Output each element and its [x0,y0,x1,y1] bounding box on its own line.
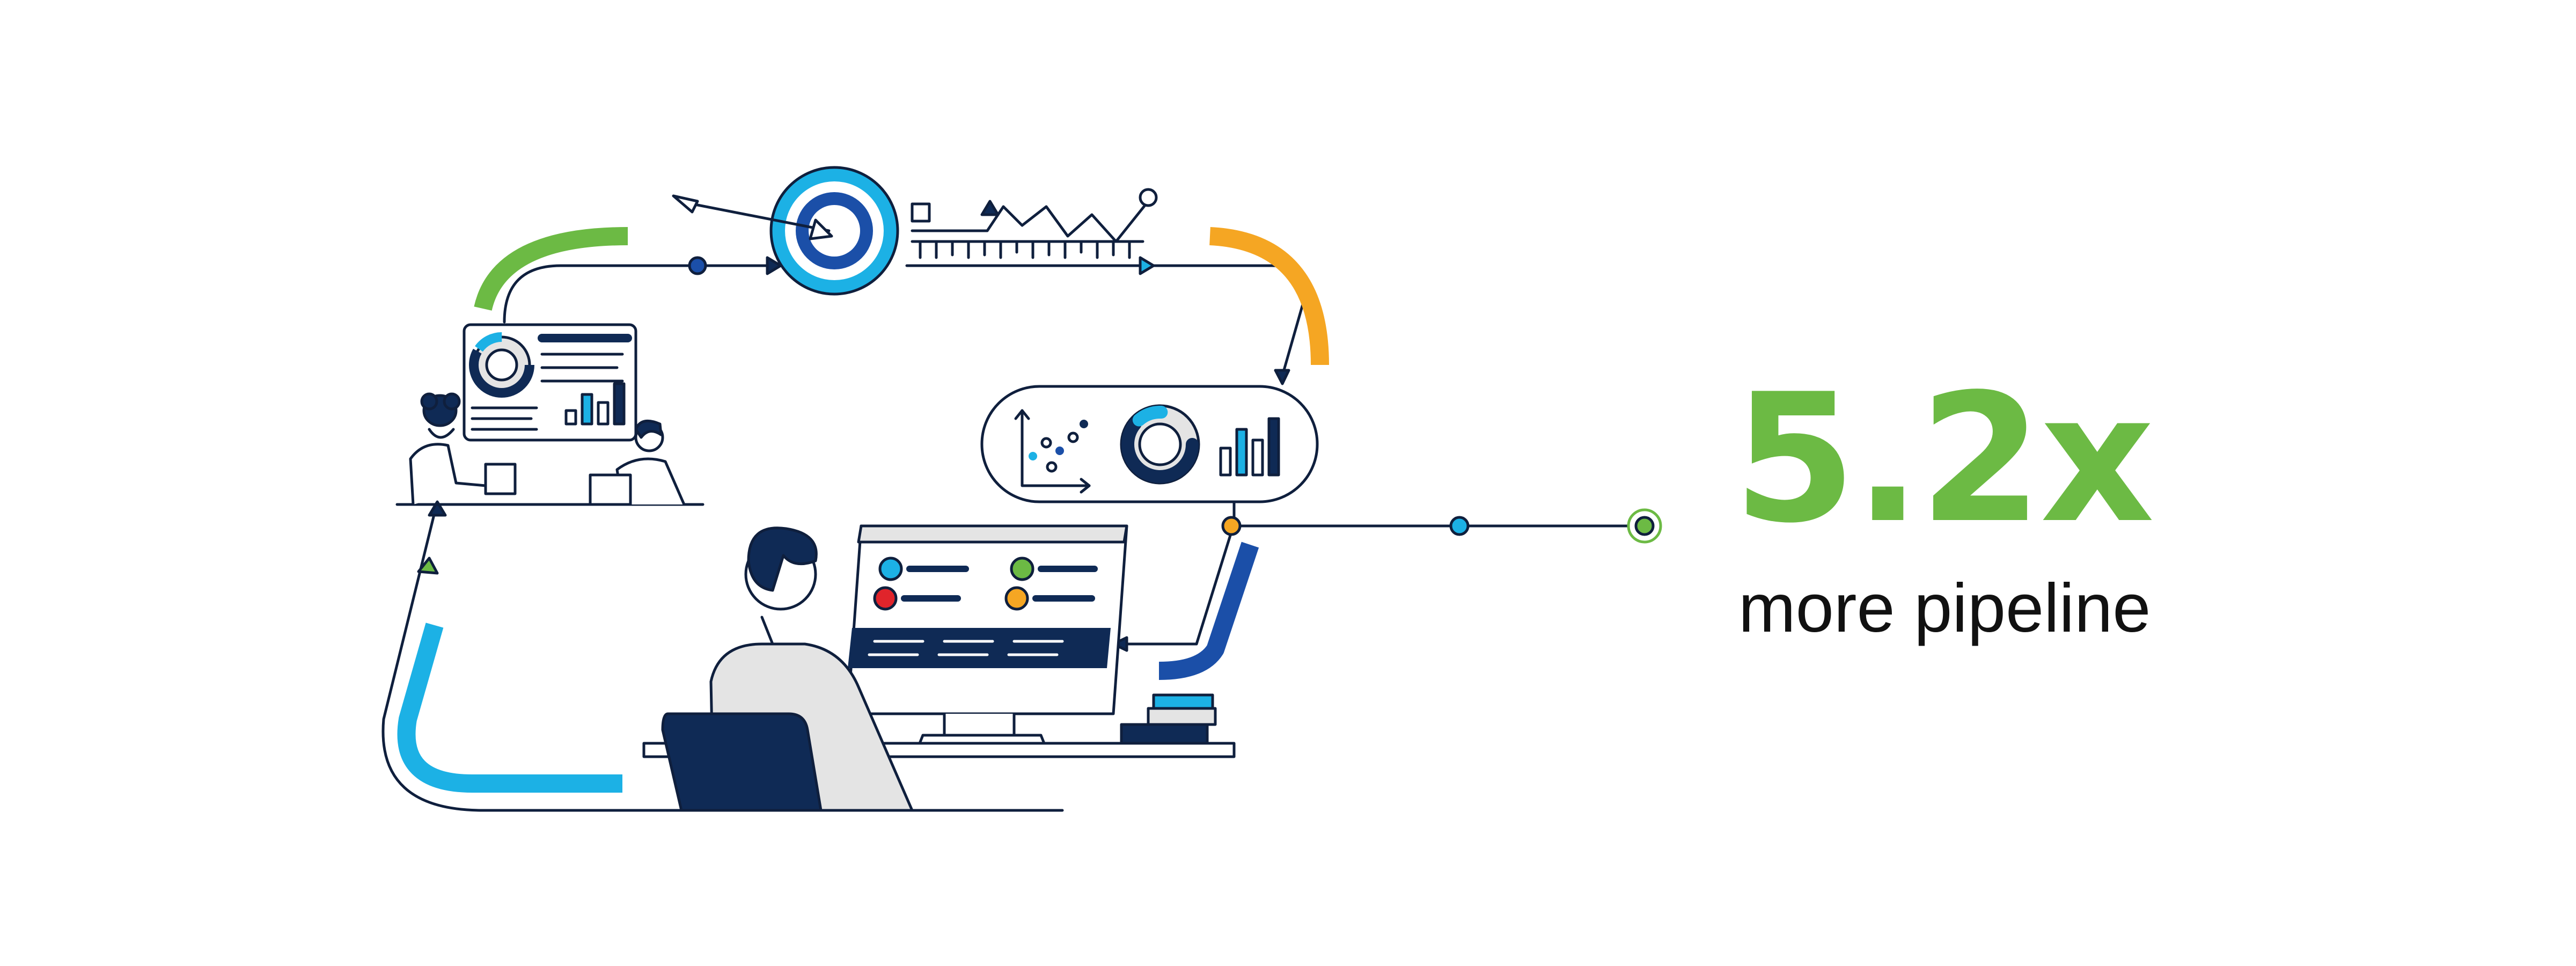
orange-arc [1209,227,1329,365]
blue-arc [1158,541,1259,680]
arrow-head-3 [1274,369,1290,385]
flow-connector-right [905,264,1305,377]
dot-green [1634,516,1655,536]
arrow-head-5 [428,500,447,517]
monitor [846,524,1128,750]
arrow-head-4 [1112,636,1128,652]
ruler-ticks [911,240,1144,259]
flow-connector-down [1114,522,1236,646]
arrow-head-1 [766,256,782,275]
colleagues-meeting [395,392,704,506]
arrow-head-2 [1139,256,1155,275]
dot-cyan [1449,516,1470,536]
analytics-card [980,385,1319,503]
dashboard-card [463,323,637,442]
flow-connector-top [503,264,769,324]
arrow-head-6 [417,557,439,575]
arrow-icon [672,194,833,240]
target-icon [769,166,899,296]
stat-callout: 5.2x more pipeline [1733,370,2329,647]
green-arc [474,227,628,311]
flow-connector-left [381,511,1064,812]
stat-label: more pipeline [1738,570,2151,647]
trend-line-icon [911,188,1158,243]
stat-value: 5.2x [1733,356,2154,562]
person-at-desk [661,526,914,812]
cyan-arc [397,623,622,793]
dot-orange [1221,516,1242,536]
dot-navy [688,256,707,275]
